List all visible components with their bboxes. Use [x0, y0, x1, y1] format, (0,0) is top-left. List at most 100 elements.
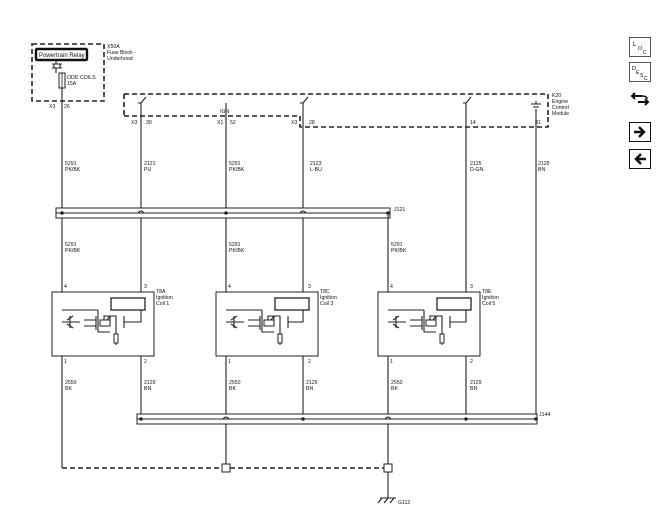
fuse-block-outline — [31, 43, 105, 102]
ecm-pin-2-num: 52 — [230, 120, 236, 126]
coil-feed-2-circuit: 5291 — [229, 242, 241, 248]
arrow-right-icon[interactable] — [629, 122, 651, 142]
coil-1-resistor — [113, 333, 119, 344]
upper-wire-3-color: PK/BK — [229, 167, 245, 173]
ground-splice-1 — [221, 463, 231, 473]
j121-junction-2 — [224, 211, 228, 215]
powertrain-relay-label: Powertrain Relay — [39, 53, 85, 59]
ecm-ign-label: IGN — [220, 109, 229, 115]
desc-letter-d: D — [632, 66, 636, 72]
fuse-name: ODD COILS — [67, 75, 96, 81]
coil-3-name-1: Ignition — [320, 295, 337, 301]
j121-hop-2 — [299, 210, 307, 214]
upper-wire-1-circuit: 5291 — [65, 161, 77, 167]
coil-3-pin-3: 3 — [308, 284, 311, 290]
fuse-block: X50A Fuse Block - Underhood Powertrain R… — [31, 43, 136, 110]
lower-wire-3-circuit: 2550 — [229, 380, 241, 386]
upper-wire-3-circuit: 5291 — [229, 161, 241, 167]
coil-1-name-1: Ignition — [156, 295, 173, 301]
coil-3-ref: T8C — [320, 289, 330, 295]
coil-1-transistor — [99, 319, 111, 327]
ecm-pin-5-num: 31 — [535, 120, 541, 126]
coil-5-name-2: Coil 5 — [482, 301, 495, 307]
upper-wire-5-color: D-GN — [470, 167, 484, 173]
coil-1-name-2: Coil 1 — [156, 301, 169, 307]
fuse-block-connector: X3 — [49, 104, 55, 110]
ecm-pin-4-num: 14 — [470, 120, 476, 126]
loc-letter-c: C — [643, 50, 647, 55]
coil-5-pin-4: 4 — [390, 284, 393, 290]
j144-junction-1 — [139, 417, 143, 421]
coil-1-pin-4: 4 — [64, 284, 67, 290]
ecm-name-3: Module — [552, 111, 569, 117]
upper-wire-4-color: L-BU — [310, 167, 322, 173]
j144-hop-2 — [384, 416, 392, 420]
engine-control-module: K20 Engine Control Module IGN X3 30 X1 5… — [123, 93, 569, 128]
ecm-name-2: Control — [552, 105, 569, 111]
desc-icon[interactable]: D E S C — [629, 62, 651, 82]
ground-g112: G112 — [62, 463, 410, 506]
ecm-pin-2-conn: X1 — [217, 120, 223, 126]
coil-1-driver-block — [110, 297, 146, 311]
j144-junction-2 — [301, 417, 305, 421]
ecm-outline-bottom-right — [299, 116, 549, 128]
lower-wire-2-circuit: 2129 — [144, 380, 156, 386]
lower-wire-1-color: BK — [65, 386, 72, 392]
upper-circuits: 5291 PK/BK 2121 PU 5291 PK/BK 2123 L-BU … — [61, 88, 550, 468]
upper-wire-1-color: PK/BK — [65, 167, 81, 173]
coil-3-name-2: Coil 3 — [320, 301, 333, 307]
ecm-driver-switch-3 — [463, 96, 472, 104]
coil-5-transistor — [425, 319, 437, 327]
ecm-ground-symbol — [531, 101, 541, 111]
loc-letter-o: O — [638, 46, 642, 52]
upper-wire-6-circuit: 2129 — [538, 161, 550, 167]
coil-1-ref: T8A — [156, 289, 166, 295]
relay-contact-symbol — [52, 60, 62, 73]
coil-feed-3-circuit: 5291 — [391, 242, 403, 248]
ignition-coil-3: 4 3 1 2 T8C Ignition Coil 3 — [215, 284, 337, 365]
lower-wire-5-circuit: 2550 — [391, 380, 403, 386]
ecm-pin-3-conn: X3 — [291, 120, 297, 126]
lower-wire-3-color: BK — [229, 386, 236, 392]
coil-5-resistor — [439, 333, 445, 344]
lower-wire-2-color: BN — [144, 386, 151, 392]
coil-3-driver-block — [274, 297, 310, 311]
desc-letter-s: S — [640, 73, 644, 79]
lower-wire-4-color: BN — [306, 386, 313, 392]
fuse-block-name-2: Underhood — [107, 56, 133, 62]
desc-letter-c: C — [644, 76, 648, 80]
j144-junction-4 — [534, 417, 538, 421]
upper-wire-4-circuit: 2123 — [310, 161, 322, 167]
j144-label: J144 — [539, 412, 550, 418]
lower-wire-6-circuit: 2129 — [470, 380, 482, 386]
j121-label: J121 — [394, 207, 405, 213]
powertrain-relay-box — [34, 47, 89, 62]
coil-5-name-1: Ignition — [482, 295, 499, 301]
lower-wire-5-color: BK — [391, 386, 398, 392]
arrow-left-icon[interactable] — [629, 149, 651, 169]
j144-junction-3 — [464, 417, 468, 421]
lower-wire-1-circuit: 2550 — [65, 380, 77, 386]
ignition-coil-1: 4 3 1 2 T8A Ignition Coil 1 — [51, 284, 173, 365]
splice-pack-j144: J144 — [136, 412, 550, 425]
coil-feed-1-circuit: 5291 — [65, 242, 77, 248]
fuse-block-ref: X50A — [107, 44, 120, 50]
j121-hop-1 — [137, 210, 145, 214]
coil-1-pin-2: 2 — [144, 359, 147, 365]
loc-icon[interactable]: L O C — [629, 37, 651, 57]
ecm-driver-switch-1 — [138, 96, 147, 104]
fuse-rating: 15A — [67, 81, 77, 87]
swap-arrows-icon[interactable] — [629, 89, 651, 109]
upper-wire-6-color: BN — [538, 167, 545, 173]
coil-5-pin-2: 2 — [470, 359, 473, 365]
coil-5-ref: T8E — [482, 289, 492, 295]
desc-letter-e: E — [636, 70, 640, 76]
ecm-pin-1-conn: X3 — [131, 120, 137, 126]
ground-splice-2 — [383, 463, 393, 473]
coil-3-pin-1: 1 — [228, 359, 231, 365]
coil-1-pin-1: 1 — [64, 359, 67, 365]
loc-letter-l: L — [633, 42, 637, 48]
coil-1-pin-3: 3 — [144, 284, 147, 290]
upper-wire-2-circuit: 2121 — [144, 161, 156, 167]
upper-wire-2-color: PU — [144, 167, 151, 173]
